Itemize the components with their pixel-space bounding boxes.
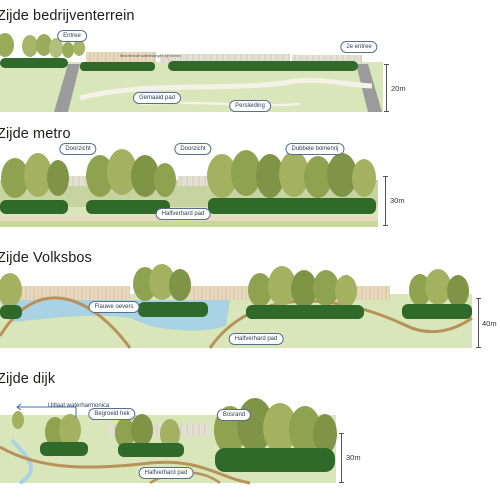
- label-halfverhard-pad: Halfverhard pad: [155, 208, 211, 220]
- section-title-dijk: Zijde dijk: [0, 371, 56, 387]
- dimension-label: 30m: [346, 453, 361, 462]
- label-persleiding: Persleiding: [229, 100, 271, 112]
- label-2e-entree: 2e entree: [340, 41, 378, 53]
- label-doorzicht-2: Doorzicht: [174, 143, 212, 155]
- section-title-volksbos: Zijde Volksbos: [0, 250, 92, 266]
- section-title-bedrijventerrein: Zijde bedrijventerrein: [0, 8, 135, 24]
- label-begroeid-hek: Begroeid hek: [88, 408, 136, 420]
- dimension-line: [476, 298, 481, 348]
- label-uitlaat-waterharmonica: Uitlaat waterharmonica: [48, 403, 110, 409]
- dimension-line: [384, 64, 389, 112]
- label-dubbele-bomenrij: Dubbele bomenrij: [285, 143, 345, 155]
- label-gemaaid-pad: Gemaaid pad: [132, 92, 182, 104]
- dimension-label: 20m: [391, 84, 406, 93]
- section-bedrijventerrein-scene: [0, 33, 383, 112]
- label-bosrand: Bosrand: [216, 409, 252, 421]
- label-entree: Entree: [57, 30, 87, 42]
- label-flauwe-oevers: Flauwe oevers: [88, 301, 140, 313]
- dimension-label: 40m: [482, 319, 497, 328]
- label-waterleidingen: Beschermde waterleidingen zijn binnen: [120, 54, 181, 58]
- dimension-label: 30m: [390, 196, 405, 205]
- label-doorzicht-1: Doorzicht: [59, 143, 97, 155]
- dimension-line: [383, 176, 388, 226]
- section-title-metro: Zijde metro: [0, 126, 71, 142]
- dimension-line: [339, 433, 344, 483]
- arrow-icon: [16, 403, 77, 418]
- label-halfverhard-pad: Halfverhard pad: [228, 333, 284, 345]
- label-halfverhard-pad: Halfverhard pad: [138, 467, 194, 479]
